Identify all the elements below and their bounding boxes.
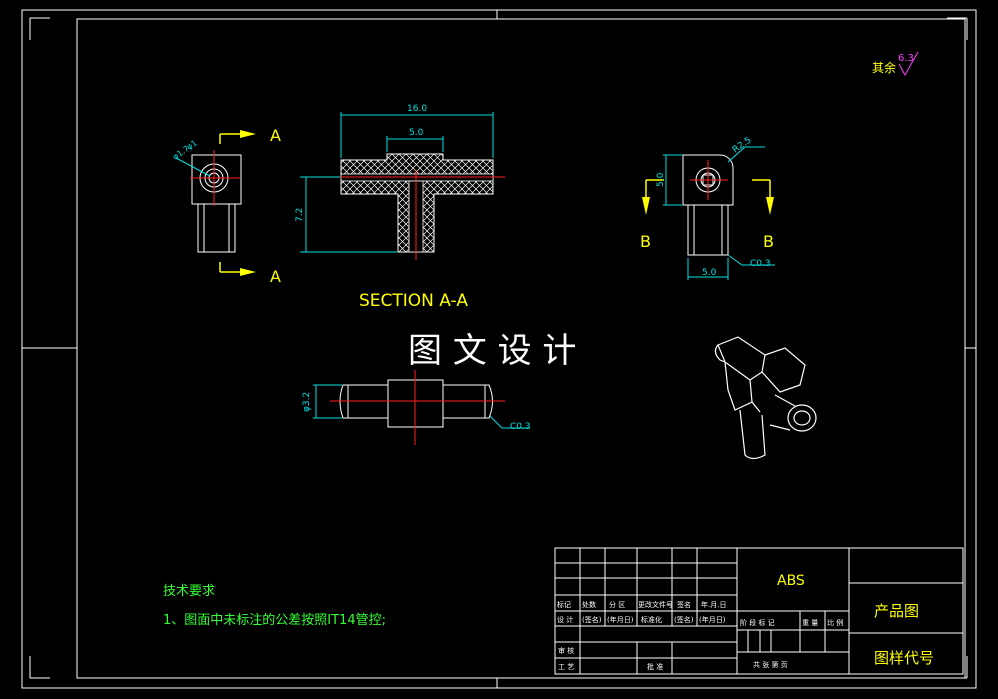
bottom-view: φ3.2 C0.3 <box>302 370 531 445</box>
dim-center-width: 5.0 <box>409 128 424 138</box>
tb-process: 工 艺 <box>558 663 574 671</box>
view-label-b-right: B <box>763 232 774 251</box>
tb-header-mark: 标记 <box>557 600 571 609</box>
dim-total-length: 16.0 <box>407 104 427 114</box>
title-block-labels: 标记 处数 分 区 更改文件号 签名 年.月.日 设 计 (签名) (年月日) … <box>557 600 843 671</box>
dim-right-chamfer: C0.3 <box>750 259 771 269</box>
tb-design: 设 计 <box>557 615 573 624</box>
dim-right-radius: R2.5 <box>731 135 754 155</box>
dim-right-height: 5.0 <box>656 172 666 187</box>
tb-stage-mark: 阶 段 标 记 <box>740 618 775 627</box>
tb-design-date: (年月日) <box>607 615 634 624</box>
watermark-text: 图 文 设 计 <box>408 331 576 371</box>
tb-design-sign: (签名) <box>582 615 602 624</box>
section-view: 16.0 5.0 7.2 SECTION A-A <box>295 104 505 311</box>
tb-material: ABS <box>777 573 805 589</box>
tb-header-sign: 签名 <box>677 600 691 609</box>
view-label-b-left: B <box>640 232 651 251</box>
section-title: SECTION A-A <box>359 291 468 311</box>
notes-line-1: 1、图面中未标注的公差按照IT14管控; <box>163 612 386 628</box>
tb-header-date: 年.月.日 <box>701 600 726 609</box>
roughness-check-icon <box>898 51 919 77</box>
tb-standard: 标准化 <box>641 615 662 624</box>
dim-bottom-chamfer: C0.3 <box>510 422 531 432</box>
right-view: B B 5.0 5.0 R2.5 C0.3 <box>640 135 775 280</box>
tb-sheets: 共 张 第 页 <box>753 660 788 669</box>
tb-standard-sign: (签名) <box>674 615 694 624</box>
section-label-bottom: A <box>270 267 281 286</box>
notes-title: 技术要求 <box>163 584 215 599</box>
sheet-frame <box>21 9 977 689</box>
tb-drawing-name: 产品图 <box>874 602 919 620</box>
roughness-label: 其余 <box>872 60 896 75</box>
tb-header-change: 更改文件号 <box>638 600 673 609</box>
tb-drawing-code: 图样代号 <box>874 649 934 667</box>
tb-standard-date: (年月日) <box>699 615 726 624</box>
left-view: A A φ1.7 φ1 <box>171 126 281 286</box>
tb-weight: 重 量 <box>802 619 818 627</box>
tb-header-zone: 分 区 <box>609 600 625 609</box>
section-label-top: A <box>270 126 281 145</box>
dim-bottom-diameter: φ3.2 <box>302 392 312 412</box>
title-block <box>554 547 964 675</box>
roughness-value: 6.3 <box>898 53 914 64</box>
tb-review: 审 核 <box>558 646 574 655</box>
isometric-view <box>714 336 817 460</box>
technical-notes: 技术要求 1、图面中未标注的公差按照IT14管控; <box>163 584 386 628</box>
dim-section-height: 7.2 <box>295 208 305 222</box>
roughness-symbol: 其余 6.3 <box>872 51 919 77</box>
tb-scale: 比 例 <box>827 618 843 627</box>
dim-right-width: 5.0 <box>702 268 717 278</box>
tb-approve: 批 准 <box>647 662 663 671</box>
tb-header-count: 处数 <box>582 600 596 609</box>
